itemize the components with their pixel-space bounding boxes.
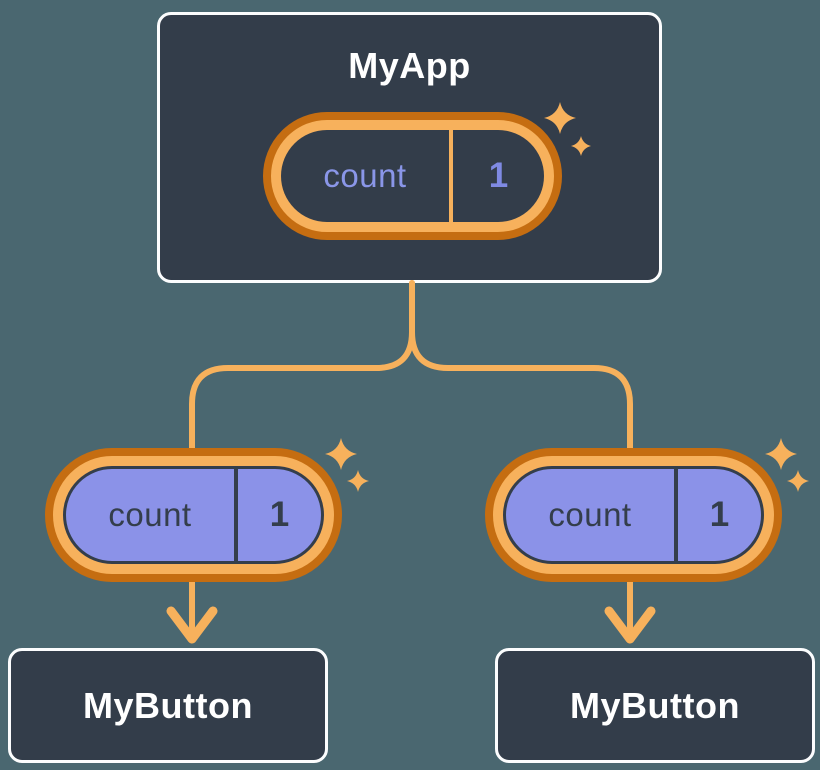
arrowhead-right-icon [604,606,656,644]
state-pill-myapp: count 1 [263,112,562,240]
state-pill-mybutton-2-body: count 1 [503,466,764,564]
arrowhead-left-icon [166,606,218,644]
state-pill-mybutton-2: count 1 [485,448,782,582]
node-mybutton-1: MyButton [8,648,328,763]
state-pill-myapp-body: count 1 [281,130,544,222]
state-label: count [323,157,407,194]
state-divider [674,469,678,561]
state-divider [449,130,453,222]
node-myapp-title: MyApp [348,45,471,86]
node-mybutton-2: MyButton [495,648,815,763]
state-pill-mybutton-1: count 1 [45,448,342,582]
state-divider [234,469,238,561]
state-label: count [108,496,192,533]
state-value: 1 [709,495,730,534]
state-value: 1 [488,156,509,195]
state-label: count [548,496,632,533]
node-mybutton-1-title: MyButton [83,684,253,726]
state-value: 1 [269,495,290,534]
state-pill-mybutton-1-body: count 1 [63,466,324,564]
node-mybutton-2-title: MyButton [570,684,740,726]
